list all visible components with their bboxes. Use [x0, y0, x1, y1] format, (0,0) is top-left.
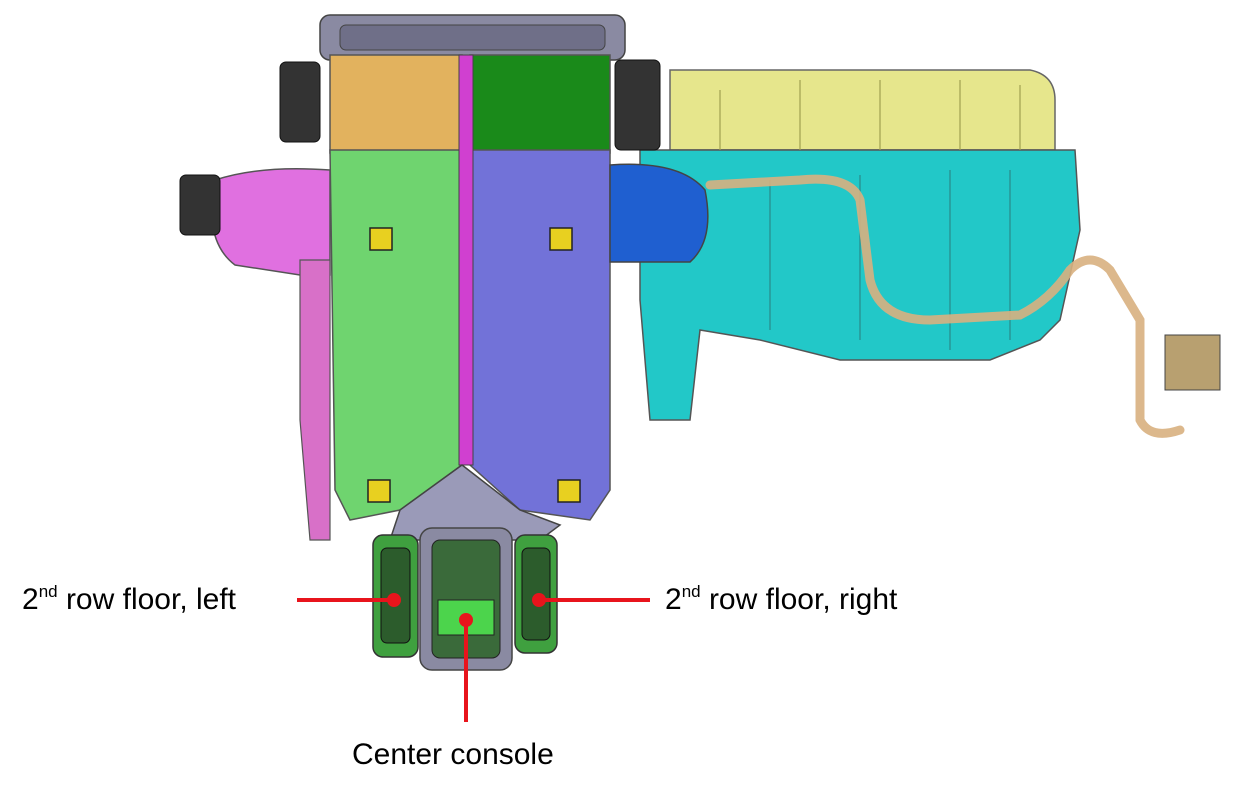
pink-blower	[211, 168, 331, 276]
green-housing	[329, 149, 463, 521]
callout-right	[532, 593, 650, 607]
label-2nd-row-floor-right: 2nd row floor, right	[665, 582, 898, 616]
orange-top	[329, 54, 463, 154]
label-center-console: Center console	[352, 738, 554, 771]
wire-harness	[705, 174, 1185, 438]
dark-green-top	[469, 54, 611, 154]
yellow-module	[669, 69, 1056, 151]
callout-left	[297, 593, 401, 607]
callout-center	[459, 613, 473, 722]
purple-housing	[469, 149, 611, 521]
blue-blower	[609, 163, 709, 263]
label-2nd-row-floor-left: 2nd row floor, left	[22, 582, 237, 616]
center-divider	[458, 54, 474, 466]
